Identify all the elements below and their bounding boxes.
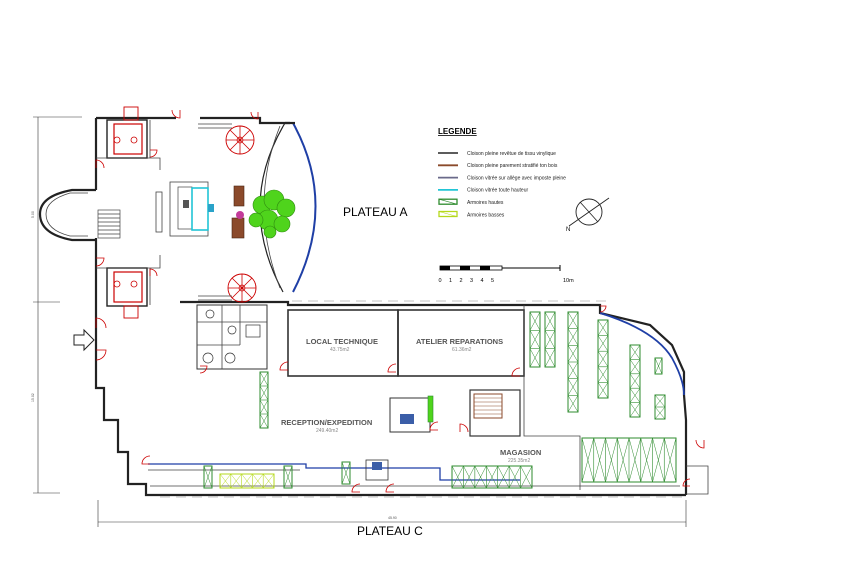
cabinet bbox=[654, 357, 663, 375]
legend-item: Cloison pleine revêtue de tissu vinyliqu… bbox=[438, 151, 556, 157]
cabinet bbox=[341, 461, 351, 485]
north-arrow-icon: N bbox=[566, 197, 610, 233]
reception-room: RECEPTION/EXPEDITION 249.40m2 bbox=[281, 418, 372, 434]
legend-item: Armoires hautes bbox=[438, 198, 504, 206]
door bbox=[95, 317, 107, 329]
legend-title: LEGENDE bbox=[438, 127, 477, 136]
cabinet bbox=[259, 371, 269, 429]
legend: LEGENDE Cloison pleine revêtue de tissu … bbox=[438, 127, 566, 218]
door-swings bbox=[95, 109, 705, 493]
plant-icon bbox=[248, 189, 296, 239]
scale-tick: 5 bbox=[491, 278, 494, 284]
scale-tick: 4 bbox=[481, 278, 484, 284]
dimension-left-bottom: 15.02 bbox=[31, 393, 35, 402]
room-local-technique-name: LOCAL TECHNIQUE bbox=[306, 337, 378, 346]
door bbox=[351, 483, 361, 493]
atelier-room: ATELIER REPARATIONS 61.36m2 bbox=[397, 309, 525, 377]
legend-item: Cloison vitrée toute hauteur bbox=[438, 188, 528, 194]
door bbox=[599, 305, 607, 313]
door bbox=[250, 111, 259, 120]
door bbox=[95, 257, 105, 267]
cabinet bbox=[654, 394, 666, 420]
spiral-stair-icon bbox=[225, 125, 257, 303]
legend-label: Cloison vitrée toute hauteur bbox=[467, 188, 528, 194]
local-technique-room: LOCAL TECHNIQUE 43.75m2 bbox=[287, 309, 399, 377]
scale-bar: 0 1 2 3 4 5 10m bbox=[439, 265, 574, 284]
cabinet bbox=[629, 344, 641, 418]
entrance-arrow-icon bbox=[73, 328, 95, 352]
door bbox=[149, 149, 158, 158]
legend-label: Cloison pleine parement stratifié ton bo… bbox=[467, 163, 558, 169]
magasin-room: MAGASION 225.35m2 bbox=[500, 305, 581, 490]
cabinet bbox=[283, 465, 293, 489]
column-marks bbox=[160, 300, 682, 498]
door bbox=[459, 423, 469, 433]
scale-tick: 3 bbox=[470, 278, 473, 284]
dimension-left-top: 5.00 bbox=[31, 211, 35, 218]
cabinet bbox=[203, 465, 213, 489]
plateau-a-label: PLATEAU A bbox=[343, 205, 407, 219]
room-atelier-area: 61.36m2 bbox=[452, 347, 472, 353]
door bbox=[171, 109, 181, 119]
scale-tick: 1 bbox=[449, 278, 452, 284]
cabinet bbox=[529, 311, 541, 368]
upper-left-rooms bbox=[96, 106, 296, 319]
room-magasin-name: MAGASION bbox=[500, 448, 541, 457]
scale-tick: 0 bbox=[439, 278, 442, 284]
dimension-bottom: 45.90 bbox=[388, 516, 397, 520]
cabinet bbox=[544, 311, 556, 368]
sanitary-block bbox=[196, 304, 268, 370]
plateau-c-label: PLATEAU C bbox=[357, 524, 423, 538]
central-core bbox=[365, 389, 521, 481]
legend-label: Cloison vitrée sur allège avec imposte p… bbox=[467, 175, 566, 181]
room-reception-name: RECEPTION/EXPEDITION bbox=[281, 418, 372, 427]
door bbox=[199, 365, 208, 374]
door bbox=[429, 421, 439, 431]
door bbox=[682, 478, 691, 487]
legend-label: Armoires hautes bbox=[467, 200, 504, 206]
cabinets bbox=[203, 311, 677, 489]
cabinet bbox=[219, 473, 275, 489]
legend-label: Armoires basses bbox=[467, 212, 505, 218]
door bbox=[511, 367, 521, 377]
cabinet bbox=[597, 319, 609, 399]
legend-item: Cloison pleine parement stratifié ton bo… bbox=[438, 163, 558, 169]
room-local-technique-area: 43.75m2 bbox=[330, 347, 350, 353]
scale-tick: 2 bbox=[460, 278, 463, 284]
door bbox=[385, 483, 395, 493]
legend-label: Cloison pleine revêtue de tissu vinyliqu… bbox=[467, 151, 556, 157]
svg-text:N: N bbox=[566, 227, 570, 233]
door bbox=[149, 268, 158, 277]
cabinet bbox=[581, 437, 677, 483]
door bbox=[95, 159, 105, 169]
dimension-lines: 45.90 5.00 15.02 bbox=[31, 116, 687, 527]
cabinet bbox=[451, 465, 533, 489]
cabinet bbox=[567, 311, 579, 413]
legend-item: Armoires basses bbox=[438, 210, 505, 218]
room-magasin-area: 225.35m2 bbox=[508, 458, 530, 464]
legend-item: Cloison vitrée sur allège avec imposte p… bbox=[438, 175, 566, 181]
door bbox=[141, 455, 151, 465]
door bbox=[279, 361, 289, 371]
stair-left bbox=[97, 209, 121, 239]
door bbox=[695, 439, 705, 449]
scale-end: 10m bbox=[563, 278, 574, 284]
door bbox=[387, 363, 397, 373]
room-reception-area: 249.40m2 bbox=[316, 428, 338, 434]
door bbox=[95, 349, 107, 361]
room-atelier-name: ATELIER REPARATIONS bbox=[416, 337, 503, 346]
